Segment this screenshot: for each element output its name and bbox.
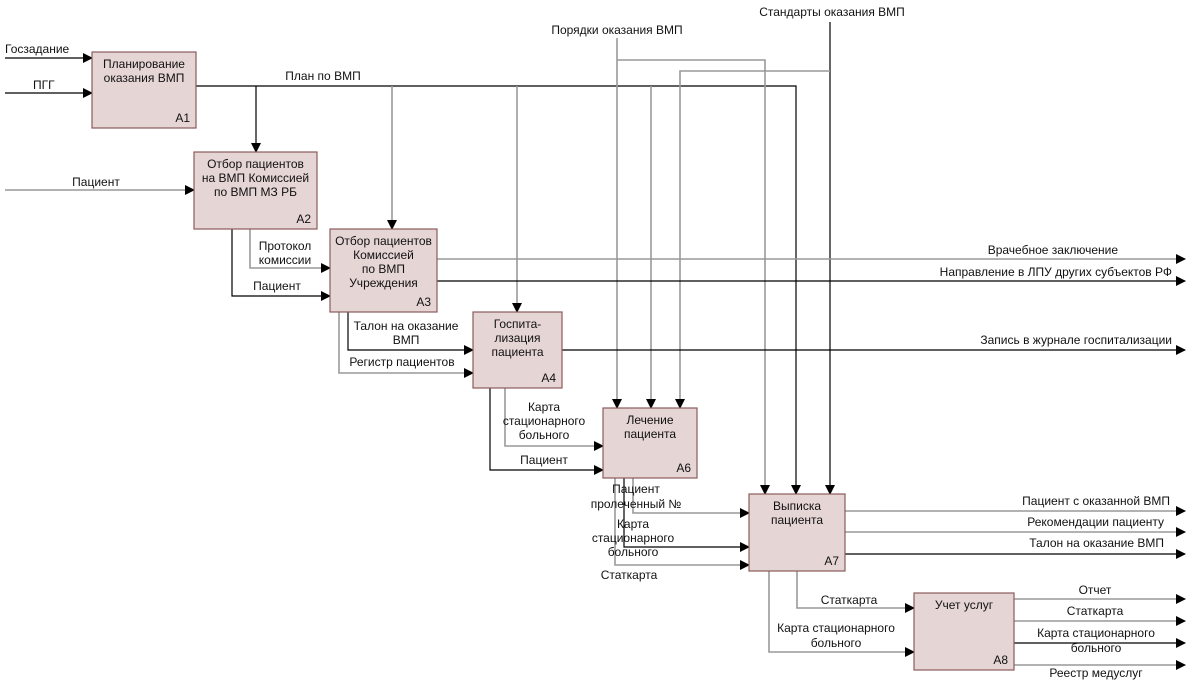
block-title-line: оказания ВМП <box>104 71 185 85</box>
arrow-label-plan: План по ВМП <box>285 69 360 83</box>
arrow-label-reestr: Реестр медуслуг <box>1049 666 1143 680</box>
block-title-line: Госпита- <box>494 317 542 331</box>
arrow-label-pat-vmp: Пациент с оказанной ВМП <box>1022 494 1170 508</box>
arrow-label-otchet: Отчет <box>1079 583 1112 597</box>
arrow-protokol <box>249 229 331 273</box>
block-id: A4 <box>541 371 556 385</box>
arrow-label-napr: Направление в ЛПУ других субъектов РФ <box>940 265 1172 279</box>
arrow-label-prolech: пролеченный № <box>591 497 682 511</box>
arrow-karta-a8 <box>768 571 915 657</box>
arrow-label-karta-a6: больного <box>519 428 570 442</box>
block-rect <box>748 493 846 572</box>
block-title-line: лизация <box>495 331 541 345</box>
arrow-label-standarty: Стандарты оказания ВМП <box>759 5 905 19</box>
arrow-standarty-a6 <box>675 70 830 409</box>
arrow-label-patient-a3: Пациент <box>253 279 301 293</box>
arrow-poryadki-a7 <box>617 59 770 495</box>
arrow-label-patient-a6: Пациент <box>520 453 568 467</box>
arrow-statkarta-a8 <box>796 571 915 613</box>
arrow-label-gosz: Госзадание <box>5 42 70 56</box>
block-title-line: Отбор пациентов <box>335 234 432 248</box>
block-rect <box>602 407 698 479</box>
arrow-prolech <box>632 478 750 518</box>
arrow-talon-a4 <box>347 312 474 355</box>
arrow-label-statkarta-a8: Статкарта <box>821 593 878 607</box>
block-title-line: Лечение <box>626 413 673 427</box>
block-rect <box>329 228 438 313</box>
arrow-label-talon-a4: ВМП <box>393 333 420 347</box>
arrow-label-statkarta-a7: Статкарта <box>601 568 658 582</box>
block-title-line: по ВМП <box>362 262 405 276</box>
block-rect <box>193 151 318 230</box>
arrow-label-statkarta-out: Статкарта <box>1067 604 1124 618</box>
block-title-line: пациента <box>624 427 676 441</box>
arrow-label-prolech: Пациент <box>612 482 660 496</box>
block-id: A2 <box>296 212 311 226</box>
arrow-label-karta-a7: Карта <box>617 517 649 531</box>
block-title-line: Выписка <box>773 499 821 513</box>
arrow-label-talon-a4: Талон на оказание <box>354 319 459 333</box>
block-title-line: Комиссией <box>353 248 414 262</box>
arrow-patient-a6 <box>489 388 604 475</box>
arrow-label-karta-out: Карта стационарного <box>1037 626 1155 640</box>
arrow-label-karta-a7: стационарного <box>592 531 675 545</box>
arrow-label-vrach: Врачебное заключение <box>988 243 1119 257</box>
arrow-label-pgg: ПГГ <box>33 78 55 92</box>
arrow-karta-a7 <box>623 478 750 552</box>
arrow-label-karta-a8: больного <box>811 636 862 650</box>
arrow-label-karta-a8: Карта стационарного <box>777 621 895 635</box>
arrow-label-protokol: комиссии <box>259 253 311 267</box>
arrow-label-talon-out: Талон на оказание ВМП <box>1029 536 1164 550</box>
block-title-line: Планирование <box>103 57 185 71</box>
arrow-label-karta-a6: Карта <box>528 400 560 414</box>
arrow-statkarta-a7 <box>614 478 750 570</box>
arrow-label-rekom: Рекомендации пациенту <box>1027 515 1164 529</box>
arrow-label-karta-a6: стационарного <box>503 414 586 428</box>
block-id: A6 <box>676 461 691 475</box>
block-id: A7 <box>824 554 839 568</box>
arrow-registr <box>338 312 474 378</box>
block-rect <box>91 51 197 129</box>
block-title-line: по ВМП МЗ РБ <box>214 185 297 199</box>
block-title-line: пациента <box>491 345 543 359</box>
arrow-label-patient-in: Пациент <box>72 175 120 189</box>
arrow-label-zapis: Запись в журнале госпитализации <box>980 333 1172 347</box>
arrow-label-karta-a7: больного <box>608 545 659 559</box>
arrow-plan <box>196 85 801 495</box>
arrow-label-karta-out: больного <box>1071 641 1122 655</box>
block-title-line: Учет услуг <box>935 598 994 612</box>
arrow-karta-a6 <box>504 388 604 451</box>
block-title-line: пациента <box>771 513 823 527</box>
arrow-label-poryadki: Порядки оказания ВМП <box>551 23 682 37</box>
block-rect <box>472 311 563 389</box>
arrow-label-protokol: Протокол <box>259 239 312 253</box>
block-title-line: Учреждения <box>349 276 418 290</box>
arrow-label-registr: Регистр пациентов <box>349 355 454 369</box>
block-id: A3 <box>416 295 431 309</box>
block-id: A8 <box>993 653 1008 667</box>
block-title-line: на ВМП Комиссией <box>202 171 309 185</box>
arrow-patient-a3 <box>231 229 331 301</box>
block-title-line: Отбор пациентов <box>207 157 304 171</box>
block-rect <box>913 592 1015 671</box>
block-id: A1 <box>175 111 190 125</box>
